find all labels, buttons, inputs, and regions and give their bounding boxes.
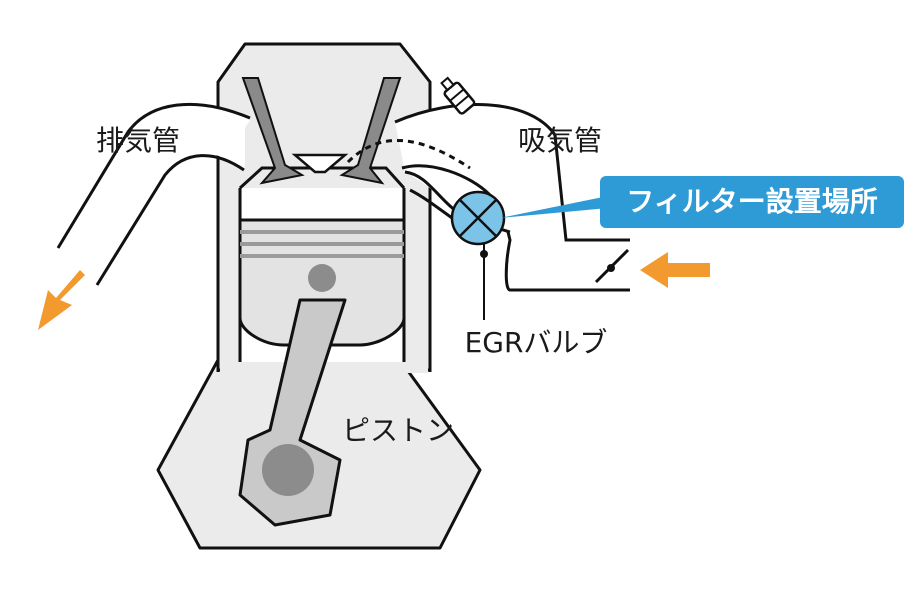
injector-icon [440,76,476,115]
exhaust-arrow [38,270,85,330]
piston-pin [308,264,336,292]
filter-callout: フィルター設置場所 [500,176,904,228]
exhaust-pipe [56,102,251,286]
crank-pin [262,444,314,496]
filter-location-label: フィルター設置場所 [626,185,877,218]
piston-assembly [238,218,406,527]
egr-flow-line [346,138,471,170]
intake-arrow [640,252,710,288]
egr-valve-label: EGRバルブ [465,326,608,359]
exhaust-valve [241,77,305,185]
intake-pipe [394,103,630,292]
intake-valve [339,77,402,185]
cylinder-head [238,77,471,190]
intake-pipe-label: 吸気管 [518,124,602,157]
throttle-valve-icon [594,248,630,284]
exhaust-pipe-label: 排気管 [96,124,180,157]
spark-plug [291,153,349,174]
piston-label: ピストン [342,414,454,447]
egr-valve-icon [450,190,506,320]
